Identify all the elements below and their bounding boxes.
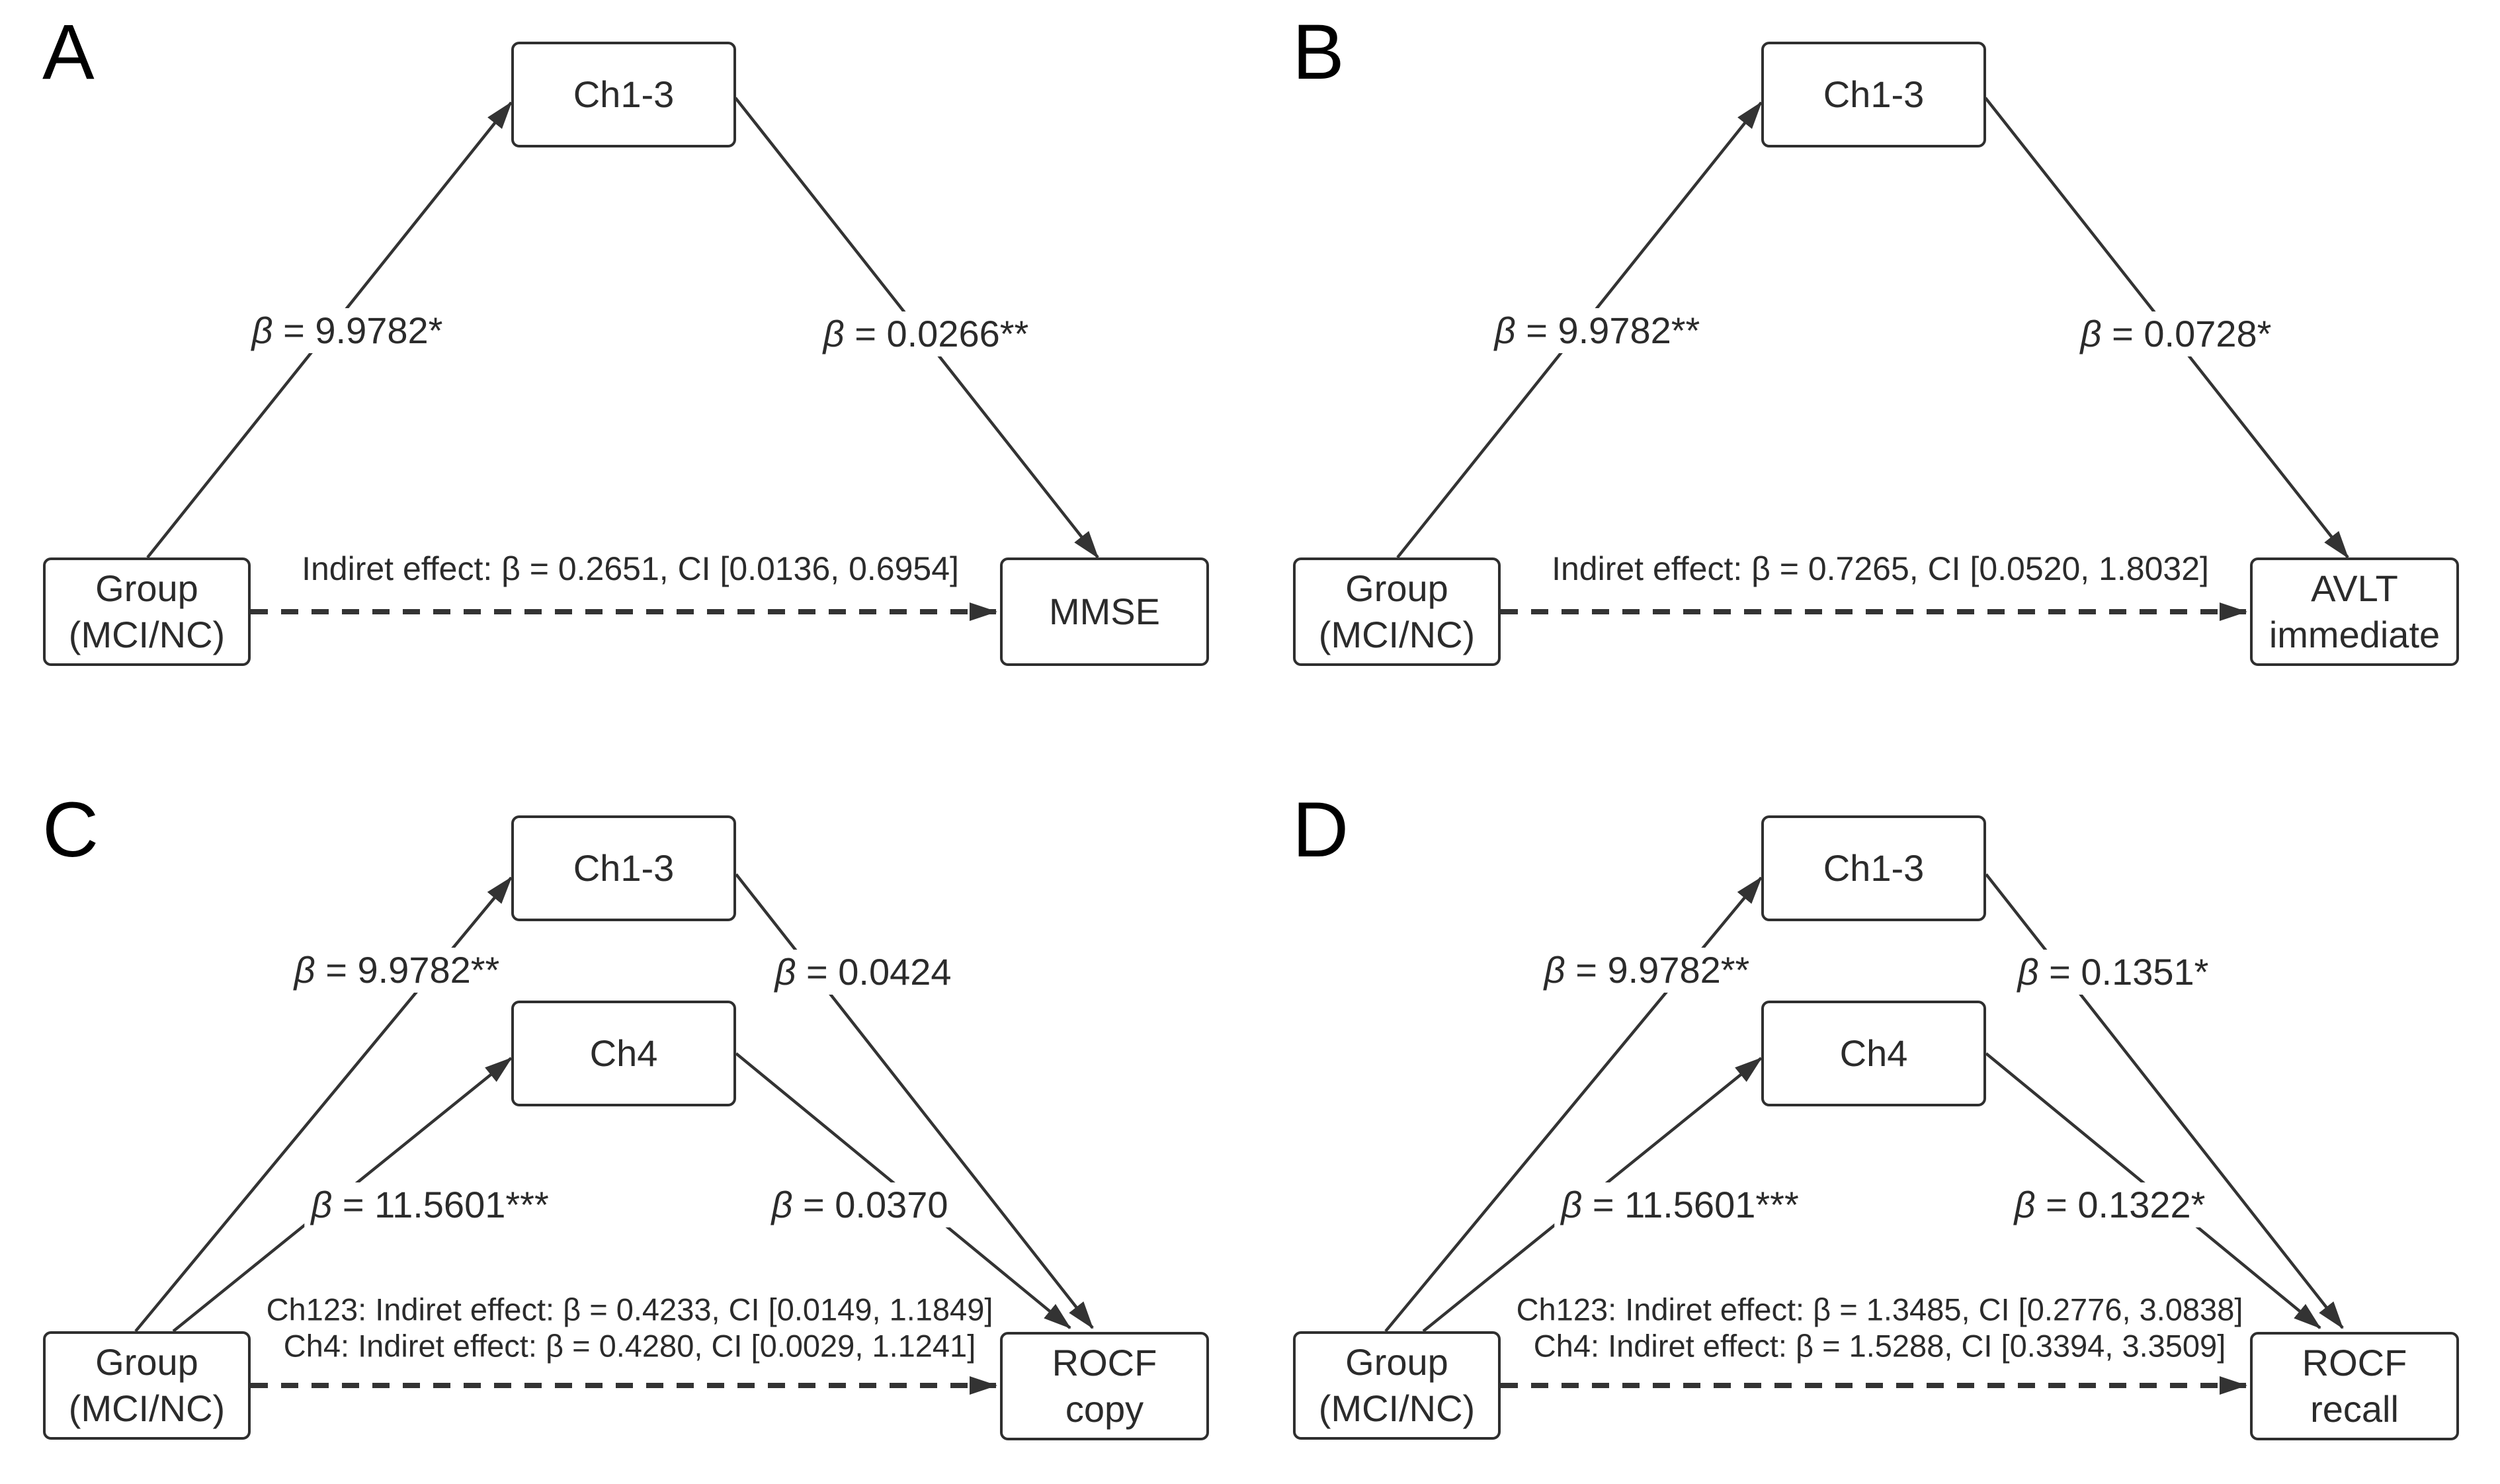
path-a-coefficient: β = 9.9782** — [1487, 308, 1707, 353]
path-a1-coefficient: β = 9.9782** — [287, 948, 507, 993]
panel-letter: D — [1292, 786, 1349, 874]
predictor-node: Group (MCI/NC) — [1293, 1331, 1501, 1440]
path-b1-coefficient: β = 0.1351* — [2011, 950, 2216, 995]
panel-c-edges — [134, 873, 1094, 1395]
mediator-node: Ch1-3 — [1761, 42, 1986, 147]
path-b1-arrow — [1985, 873, 2344, 1329]
outcome-node: ROCF copy — [1000, 1332, 1209, 1440]
indirect-effect-label: Indiret effect: β = 0.2651, CI [0.0136, … — [302, 550, 959, 587]
mediator1-node: Ch1-3 — [1761, 815, 1986, 921]
panel-b: B Ch1-3 Group (MCI/NC) AVLT immediate β … — [1250, 0, 2500, 742]
indirect-effect-ch123-label: Ch123: Indiret effect: β = 1.3485, CI [0… — [1516, 1292, 2243, 1327]
path-b-coefficient: β = 0.0266** — [816, 311, 1036, 356]
mediator-node: Ch1-3 — [511, 42, 736, 147]
path-a-coefficient: β = 9.9782* — [245, 308, 450, 353]
predictor-node: Group (MCI/NC) — [43, 1331, 251, 1440]
panel-letter: A — [42, 9, 95, 96]
outcome-node: MMSE — [1000, 557, 1209, 666]
path-b2-coefficient: β = 0.1322* — [2007, 1182, 2212, 1227]
path-b1-coefficient: β = 0.0424 — [768, 950, 958, 995]
path-a2-coefficient: β = 11.5601*** — [304, 1182, 556, 1227]
panel-a: A Ch1-3 Group (MCI/NC) MMSE β = 9.9782* … — [0, 0, 1250, 742]
panel-letter: B — [1292, 9, 1345, 96]
path-b1-arrow — [735, 873, 1094, 1329]
panel-d: D Ch1-3 Ch4 Group (MCI/NC) ROCF recall β… — [1250, 742, 2500, 1484]
path-a1-coefficient: β = 9.9782** — [1537, 948, 1757, 993]
mediator1-node: Ch1-3 — [511, 815, 736, 921]
predictor-node: Group (MCI/NC) — [43, 557, 251, 666]
outcome-node: AVLT immediate — [2250, 557, 2459, 666]
outcome-node: ROCF recall — [2250, 1332, 2459, 1440]
path-b-coefficient: β = 0.0728* — [2073, 311, 2278, 356]
panel-c: C Ch1-3 Ch4 Group (MCI/NC) ROCF copy β =… — [0, 742, 1250, 1484]
path-a2-coefficient: β = 11.5601*** — [1554, 1182, 1806, 1227]
indirect-effect-ch123-label: Ch123: Indiret effect: β = 0.4233, CI [0… — [266, 1292, 993, 1327]
panel-letter: C — [42, 786, 99, 874]
predictor-node: Group (MCI/NC) — [1293, 557, 1501, 666]
mediator2-node: Ch4 — [1761, 1001, 1986, 1106]
indirect-effect-ch4-label: Ch4: Indiret effect: β = 0.4280, CI [0.0… — [283, 1328, 976, 1364]
indirect-effect-ch4-label: Ch4: Indiret effect: β = 1.5288, CI [0.3… — [1533, 1328, 2226, 1364]
indirect-effect-label: Indiret effect: β = 0.7265, CI [0.0520, … — [1552, 550, 2209, 587]
path-b2-coefficient: β = 0.0370 — [765, 1182, 955, 1227]
mediator2-node: Ch4 — [511, 1001, 736, 1106]
